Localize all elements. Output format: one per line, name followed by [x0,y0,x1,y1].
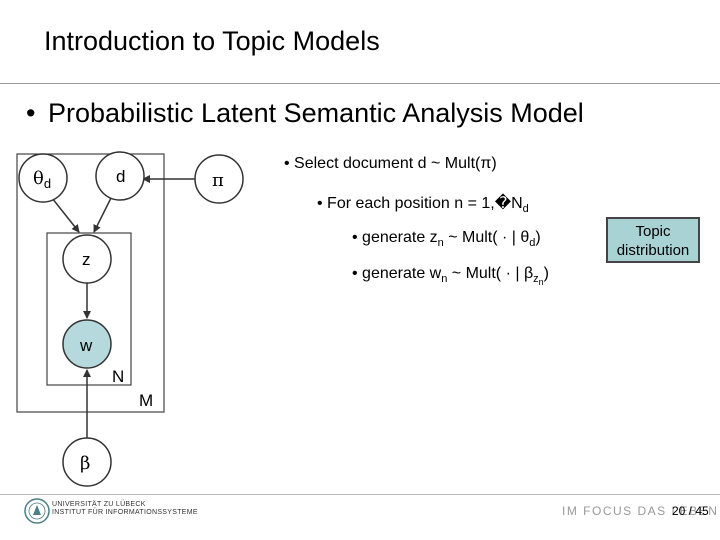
edge-theta-to-z [51,197,80,233]
word-node-label: w [79,336,93,355]
gen-w-end: ) [543,265,549,282]
edge-d-to-z [93,197,112,233]
gen-z-prefix: • generate z [352,229,438,246]
main-bullet: • Probabilistic Latent Semantic Analysis … [26,98,584,129]
gen-w-sub-z: z [533,273,539,286]
word-node [62,319,112,369]
for-each-prefix: • For each position n = 1, [317,195,495,212]
for-each-suffix: N [511,195,523,212]
topic-node-label: z [82,250,91,269]
outer-plate [16,153,165,413]
footer-motto: IM FOCUS DAS LEBEN [562,504,719,518]
gen-z-mid: ~ Mult( · | θ [443,229,530,246]
gen-w-sub-n: n [441,273,448,286]
gen-w-sub-sub-n: n [538,277,544,288]
inner-plate-label: N [112,367,124,386]
theta-subscript: d [44,176,51,191]
callout-line-2: distribution [616,242,690,259]
missing-glyph: � [494,195,512,212]
bullet-dot: • [26,98,36,128]
topic-node [62,234,112,284]
document-node [95,151,145,201]
footer-divider [0,494,720,495]
svg-text:θd: θd [33,168,51,191]
gen-w-prefix: • generate w [352,265,442,282]
beta-symbol: β [80,453,90,474]
step-select-document: • Select document d ~ Mult(π) [284,155,497,172]
beta-node [62,437,112,487]
university-seal-logo [24,498,50,524]
page-number: 20 / 45 [672,504,709,518]
university-line-2: INSTITUT FÜR INFORMATIONSSYSTEME [52,509,198,516]
outer-plate-label: M [139,391,153,410]
callout-line-1: Topic [635,223,671,240]
theta-symbol: θ [33,168,44,189]
for-each-subscript: d [522,203,529,216]
gen-z-sub-d: d [529,237,536,250]
pi-node [194,154,244,204]
university-name: UNIVERSITÄT ZU LÜBECK INSTITUT FÜR INFOR… [52,501,198,517]
main-bullet-text: Probabilistic Latent Semantic Analysis M… [48,98,584,128]
gen-z-sub-n: n [437,237,444,250]
university-line-1: UNIVERSITÄT ZU LÜBECK [52,501,146,508]
title-divider [0,83,720,84]
topic-distribution-callout: Topic distribution [606,217,700,263]
gen-z-end: ) [535,229,541,246]
slide-title: Introduction to Topic Models [44,26,380,56]
step-generate-w: • generate wn ~ Mult( · | βzn) [352,265,549,287]
gen-w-sub-zn: zn [533,273,544,288]
theta-node [18,153,68,203]
inner-plate [46,232,132,386]
pi-symbol: π [212,170,224,191]
step-generate-z: • generate zn ~ Mult( · | θd) [352,229,541,249]
document-node-label: d [116,167,125,186]
gen-w-mid: ~ Mult( · | β [447,265,534,282]
step-for-each-position: • For each position n = 1,�Nd [317,193,529,215]
